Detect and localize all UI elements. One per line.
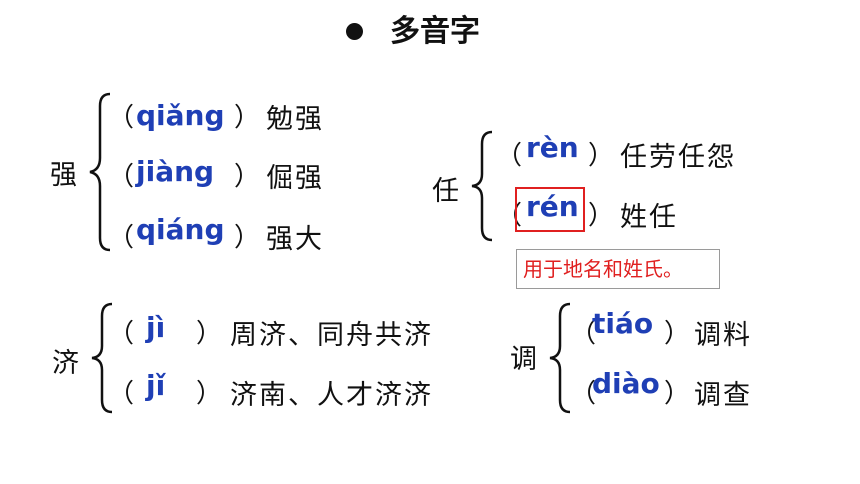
paren-close: ） [664, 319, 691, 349]
word: 勉强 [266, 104, 324, 135]
page-title: 多音字 [390, 14, 480, 49]
pinyin: rén [526, 190, 579, 223]
paren-open: （ [108, 379, 135, 409]
paren-close: ） [664, 379, 691, 409]
brace-icon [471, 130, 493, 242]
pinyin: qiáng [136, 213, 225, 246]
paren-open: （ [108, 162, 135, 192]
group-char: 任 [432, 176, 459, 207]
word: 任劳任怨 [620, 142, 736, 173]
brace-icon [91, 302, 113, 414]
word: 强大 [266, 224, 324, 255]
paren-close: ） [234, 103, 261, 133]
pinyin: jì [146, 311, 166, 344]
word: 调料 [694, 320, 752, 351]
word: 姓任 [620, 202, 678, 233]
note-text: 用于地名和姓氏。 [523, 257, 683, 281]
paren-close: ） [234, 162, 261, 192]
brace-icon [549, 302, 571, 414]
pinyin: qiǎng [136, 99, 225, 132]
note-box [516, 249, 720, 289]
word: 调查 [694, 380, 752, 411]
paren-close: ） [196, 319, 223, 349]
highlight-box [515, 187, 585, 232]
group-char: 强 [50, 160, 77, 191]
paren-open: （ [108, 103, 135, 133]
pinyin: jǐ [146, 369, 166, 402]
brace-icon [89, 92, 111, 252]
paren-close: ） [588, 141, 615, 171]
pinyin: tiáo [592, 307, 654, 340]
paren-open: （ [108, 319, 135, 349]
word: 倔强 [266, 163, 324, 194]
paren-open: （ [570, 379, 597, 409]
paren-close: ） [196, 379, 223, 409]
bullet-icon [346, 23, 363, 40]
paren-close: ） [588, 201, 615, 231]
paren-open: （ [570, 319, 597, 349]
word: 济南、人才济济 [230, 380, 433, 411]
paren-close: ） [234, 223, 261, 253]
group-char: 济 [52, 348, 79, 379]
pinyin: jiàng [136, 155, 215, 188]
pinyin: diào [592, 367, 660, 400]
paren-open: （ [108, 223, 135, 253]
paren-open: （ [496, 141, 523, 171]
pinyin: rèn [526, 131, 579, 164]
word: 周济、同舟共济 [230, 320, 433, 351]
paren-open: （ [496, 201, 523, 231]
group-char: 调 [510, 344, 537, 375]
